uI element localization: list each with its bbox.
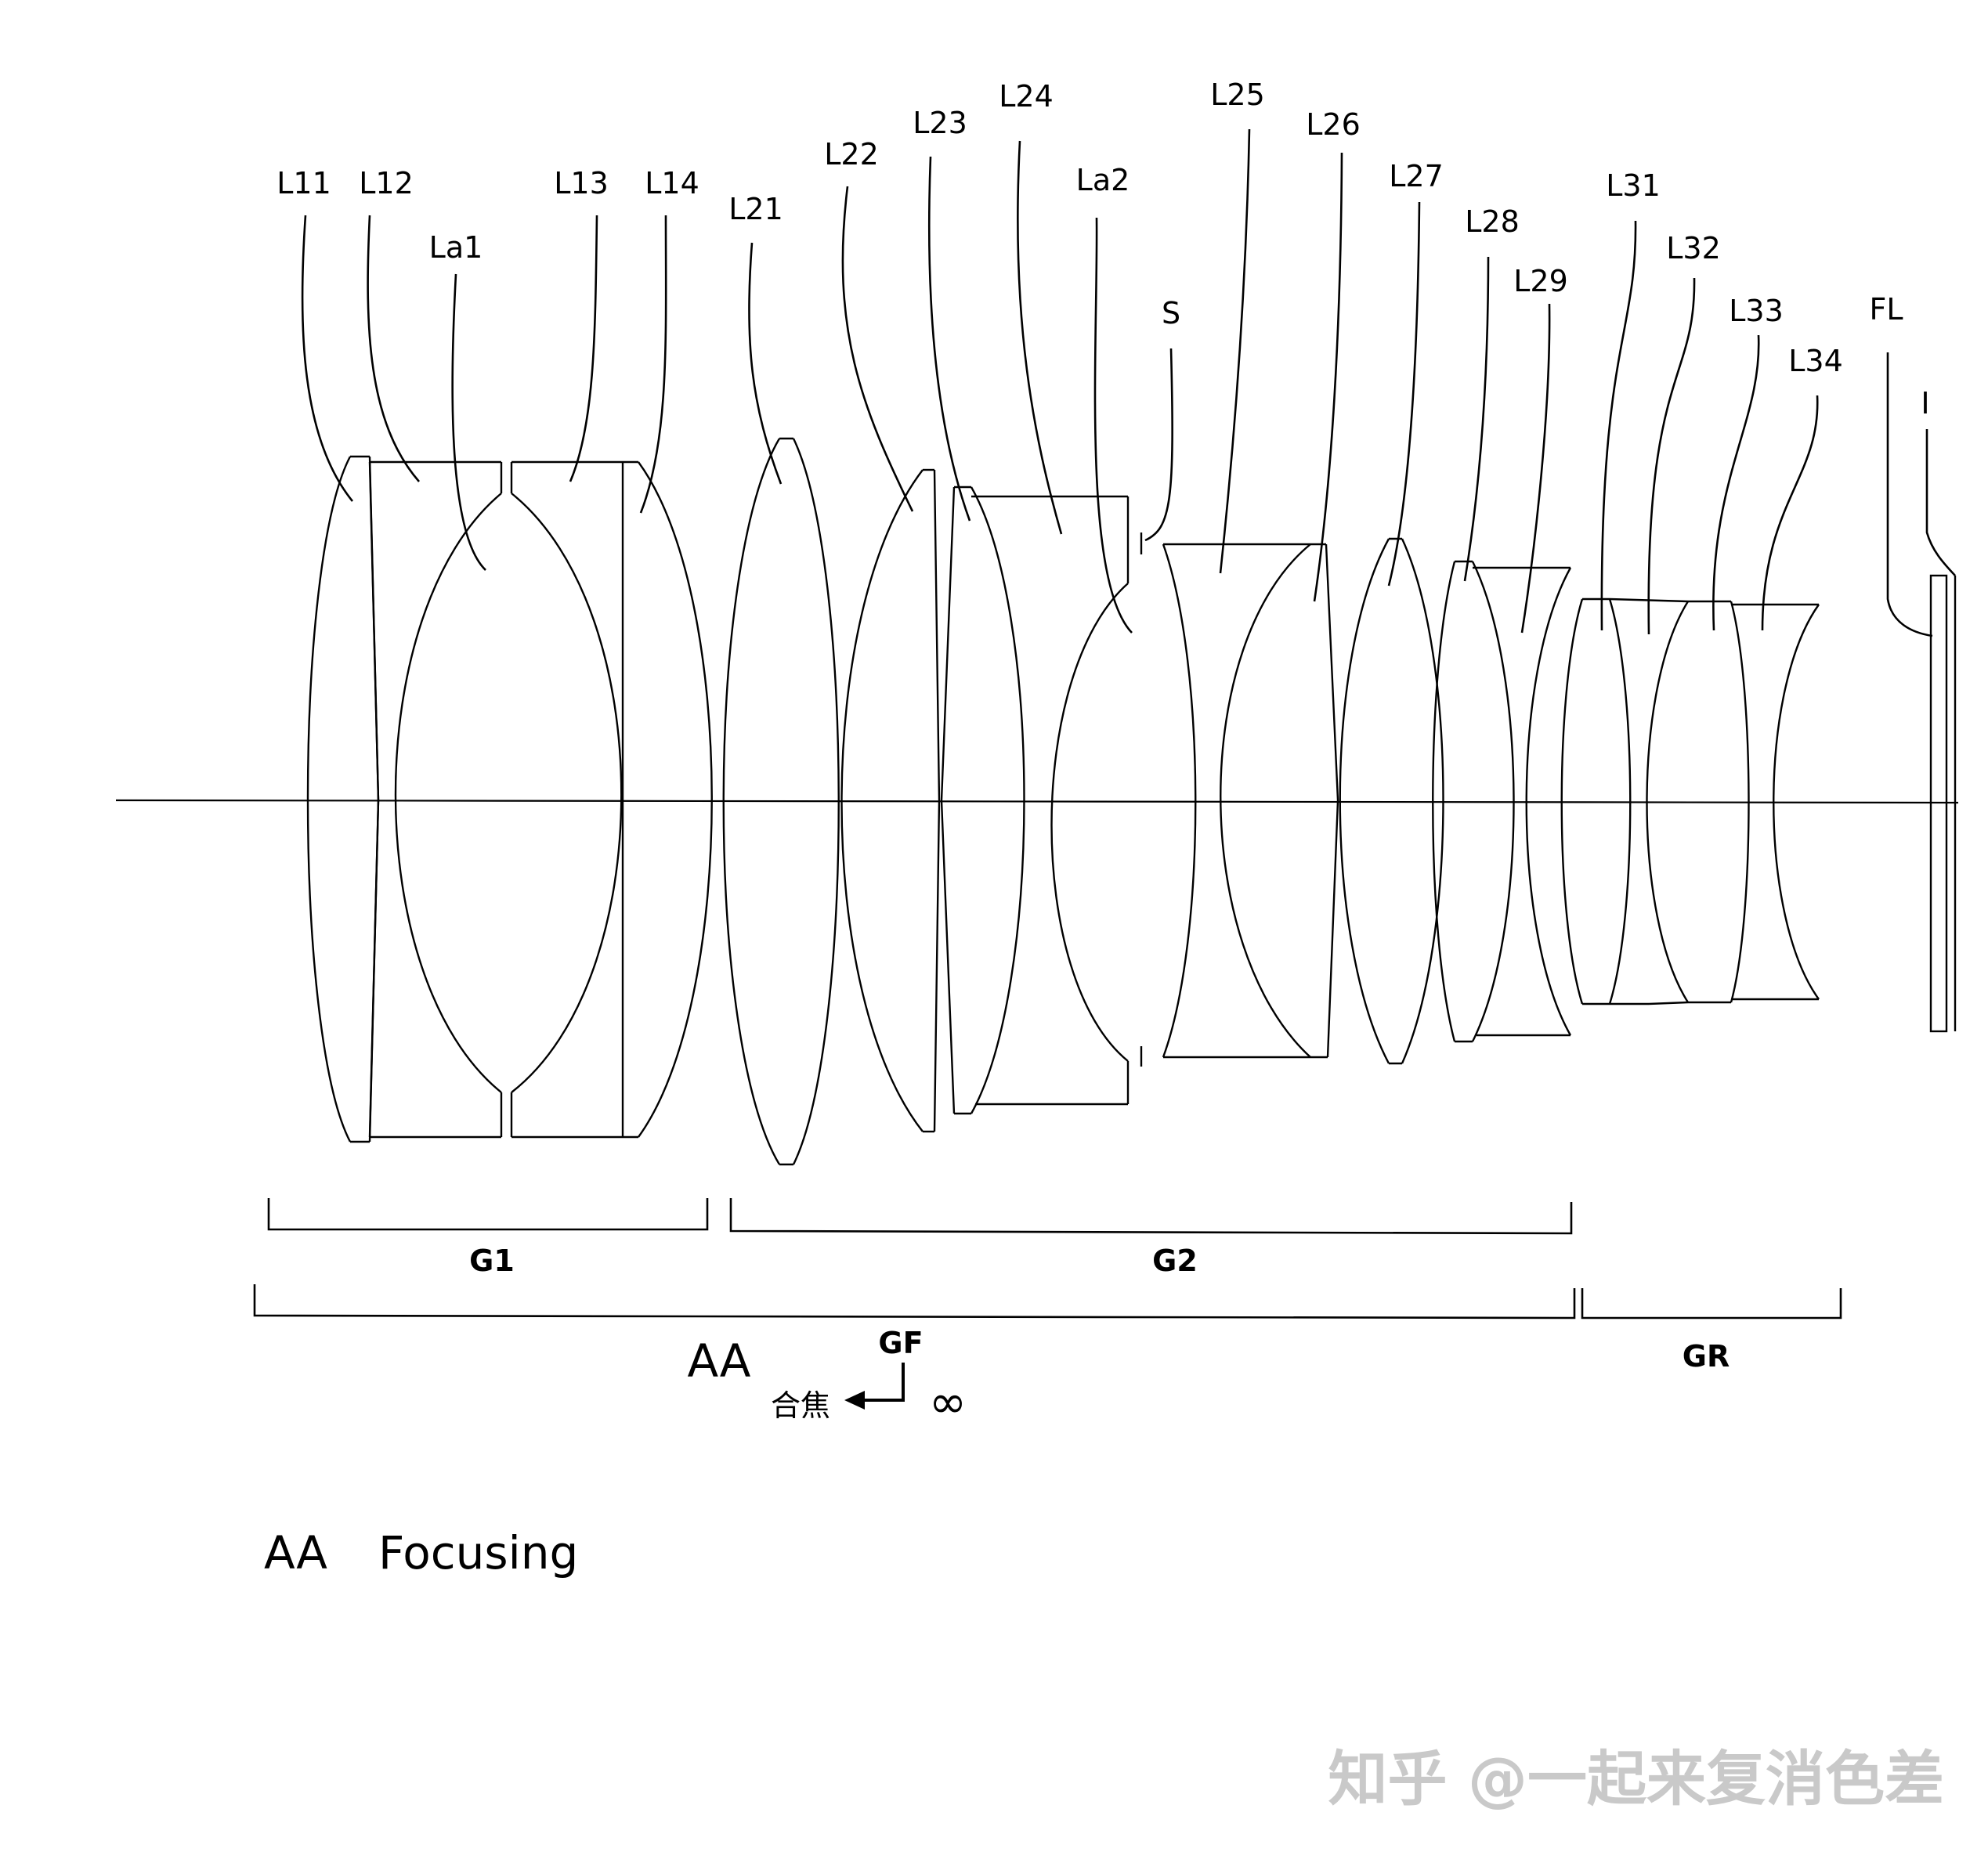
caption-key: AA: [264, 1526, 327, 1579]
label-L24: L24: [999, 79, 1054, 114]
lens-L34: [1731, 603, 1820, 1001]
caption-text: Focusing: [378, 1526, 578, 1579]
infinity-symbol: ∞: [929, 1375, 967, 1428]
bracket-G2: [729, 1198, 1573, 1235]
lens-L31: [1560, 597, 1649, 1005]
label-L26: L26: [1306, 107, 1361, 142]
label-L34: L34: [1788, 344, 1843, 378]
bracket-GF: [253, 1284, 1576, 1320]
label-L14: L14: [645, 166, 699, 200]
bracket-G1: [267, 1198, 709, 1231]
focus-direction-label: 合焦: [771, 1388, 830, 1423]
label-FL: FL: [1869, 292, 1903, 327]
bracket-GR: [1581, 1288, 1842, 1320]
label-L23: L23: [913, 106, 967, 140]
focus-block-label: AA: [688, 1334, 751, 1388]
lens-L26: [1310, 543, 1339, 1058]
lens-L14: [623, 460, 713, 1139]
watermark: 知乎 @一起来复消色差: [1328, 1744, 1944, 1814]
label-L22: L22: [824, 137, 879, 171]
focus-arrow-icon: [844, 1363, 905, 1410]
label-La1: La1: [429, 230, 483, 265]
lens-L12: [368, 460, 503, 1139]
label-L33: L33: [1729, 294, 1784, 328]
label-La2: La2: [1076, 163, 1130, 197]
group-label-GR: GR: [1683, 1339, 1730, 1374]
lens-L25: [1162, 543, 1328, 1059]
label-I: I: [1921, 386, 1929, 421]
group-label-GF: GF: [878, 1326, 923, 1360]
label-S: S: [1162, 296, 1180, 330]
label-L11: L11: [277, 166, 331, 200]
lens-L33: [1688, 600, 1750, 1004]
lens-L13: [510, 460, 624, 1139]
label-L25: L25: [1210, 78, 1265, 112]
lens-L24: [971, 495, 1130, 1106]
filter-FL: [1929, 574, 1948, 1033]
label-L21: L21: [728, 192, 783, 226]
label-L31: L31: [1606, 168, 1661, 203]
lens-L27: [1339, 537, 1444, 1065]
lens-L23: [940, 486, 1025, 1115]
lens-L22: [840, 468, 941, 1133]
lens-L21: [722, 437, 840, 1166]
optical-axis: [115, 799, 1959, 804]
label-L27: L27: [1389, 159, 1444, 193]
group-label-G2: G2: [1152, 1244, 1198, 1278]
label-L28: L28: [1465, 204, 1520, 239]
lens-L11: [306, 455, 380, 1143]
lens-L29: [1473, 566, 1572, 1037]
label-L12: L12: [359, 166, 414, 200]
label-L13: L13: [554, 166, 609, 200]
leader-lines: [301, 128, 1956, 637]
label-L29: L29: [1513, 264, 1568, 298]
group-label-G1: G1: [469, 1244, 515, 1278]
lens-L28: [1432, 560, 1515, 1043]
label-L32: L32: [1666, 231, 1721, 265]
